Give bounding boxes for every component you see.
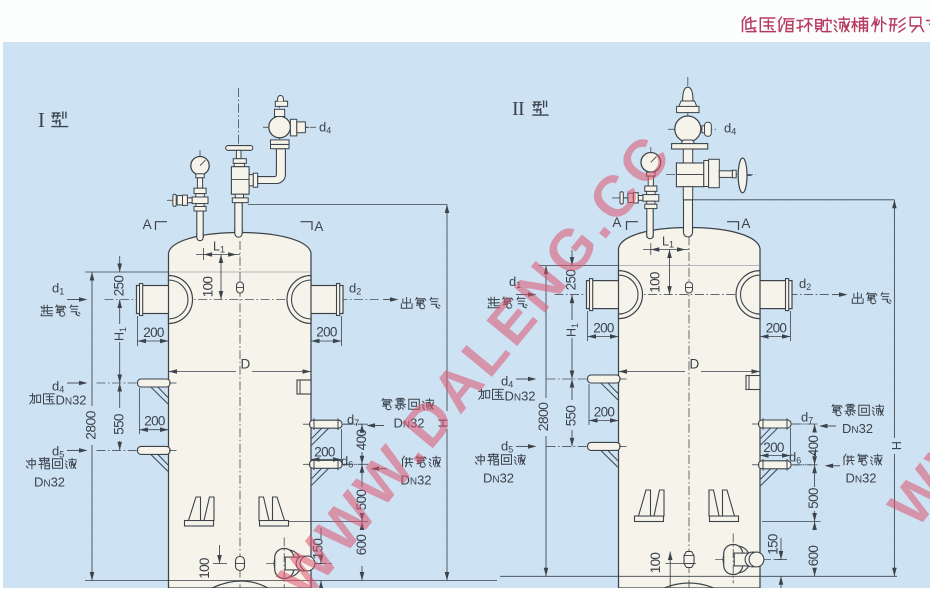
- svg-text:100: 100: [648, 553, 663, 574]
- svg-text:250: 250: [112, 276, 127, 297]
- svg-text:100: 100: [201, 277, 216, 298]
- svg-text:200: 200: [316, 325, 337, 340]
- svg-text:100: 100: [648, 272, 663, 293]
- svg-text:I: I: [38, 108, 45, 132]
- svg-text:200: 200: [763, 440, 784, 455]
- svg-text:D: D: [689, 357, 699, 372]
- svg-text:200: 200: [144, 414, 165, 429]
- svg-text:550: 550: [564, 406, 579, 427]
- svg-text:A: A: [143, 217, 152, 232]
- svg-text:A: A: [741, 216, 750, 231]
- svg-text:200: 200: [594, 405, 615, 420]
- svg-text:500: 500: [806, 488, 821, 509]
- svg-text:550: 550: [112, 414, 127, 435]
- svg-text:A: A: [314, 219, 323, 234]
- svg-text:H: H: [890, 441, 904, 450]
- svg-text:II: II: [512, 98, 524, 120]
- svg-text:200: 200: [143, 325, 164, 340]
- svg-text:2800: 2800: [535, 402, 551, 431]
- svg-text:200: 200: [593, 321, 614, 336]
- svg-text:D: D: [240, 357, 250, 372]
- svg-text:200: 200: [314, 445, 335, 460]
- svg-text:200: 200: [766, 321, 787, 336]
- svg-text:2800: 2800: [83, 410, 99, 439]
- svg-text:150: 150: [766, 534, 781, 555]
- svg-text:400: 400: [806, 436, 821, 457]
- svg-text:100: 100: [197, 558, 212, 579]
- svg-text:600: 600: [806, 546, 821, 567]
